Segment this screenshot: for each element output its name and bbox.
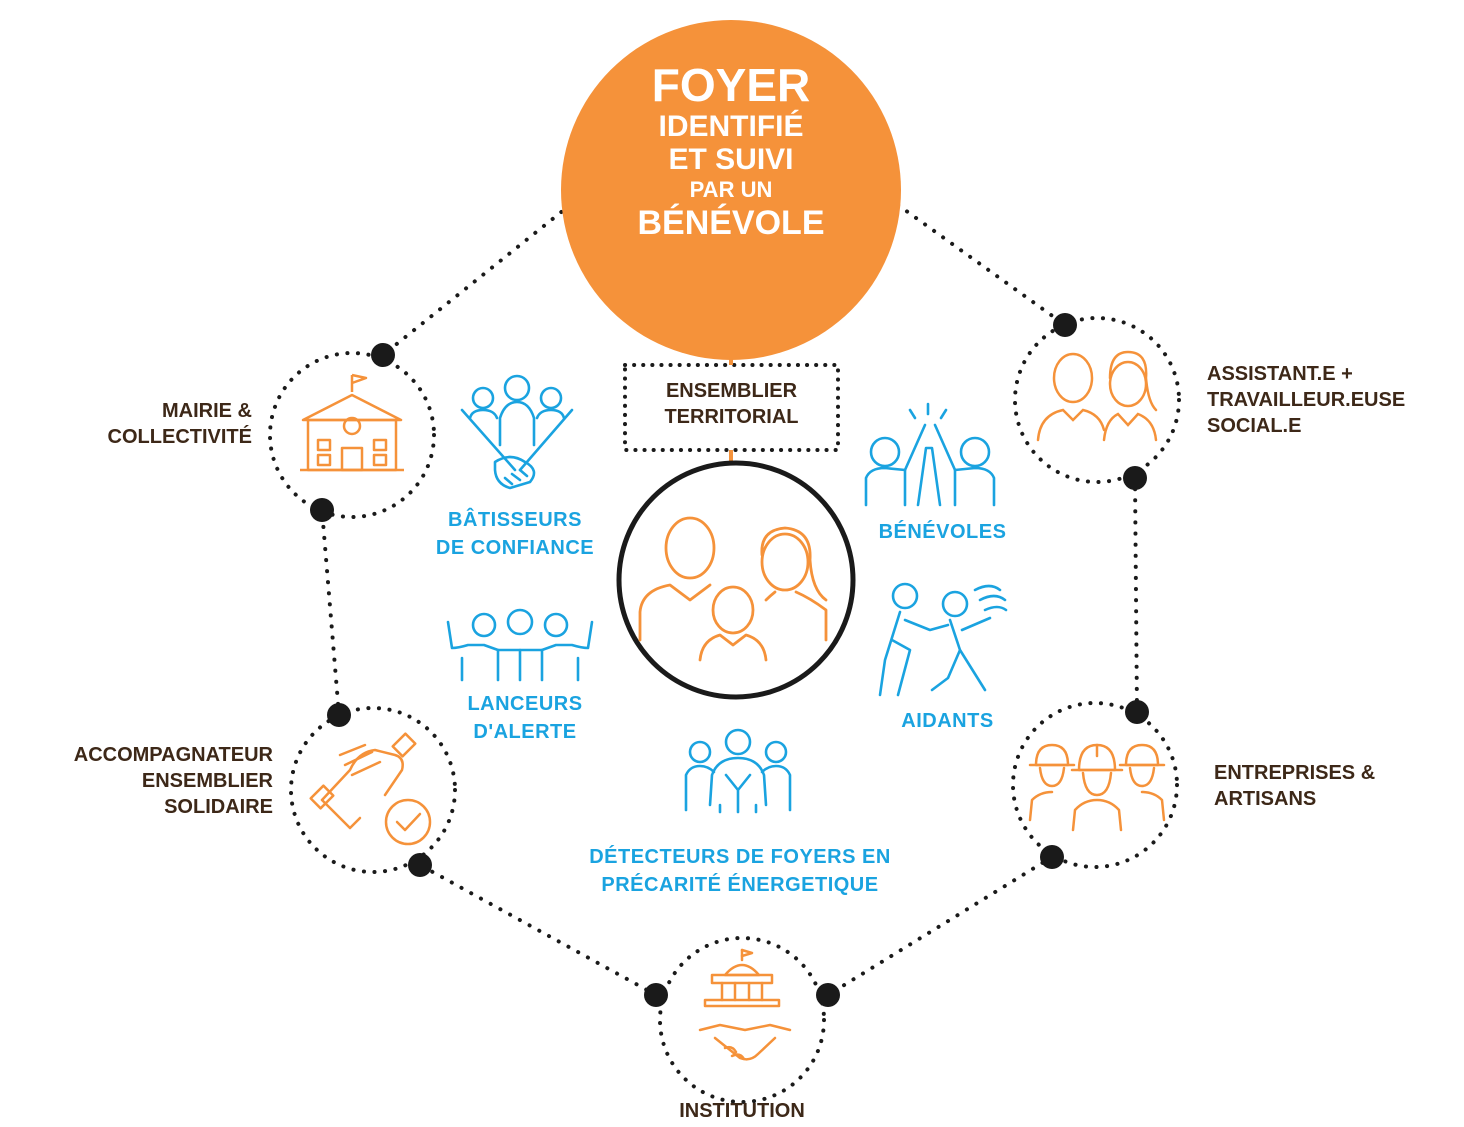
entreprises-circle xyxy=(1011,701,1179,869)
institution-label: INSTITUTION xyxy=(632,1098,852,1124)
batisseurs-line-2: DE CONFIANCE xyxy=(435,537,595,559)
dotted-ring xyxy=(320,203,1139,997)
aidants-line-1: AIDANTS xyxy=(901,710,994,732)
mairie-circle xyxy=(268,351,436,519)
ensemblier-line-1: ENSEMBLIER xyxy=(665,380,798,402)
batisseurs-label: BÂTISSEURS DE CONFIANCE xyxy=(400,506,630,562)
accompagnateur-circle xyxy=(289,706,457,874)
entreprises-label: ENTREPRISES & ARTISANS xyxy=(1214,760,1444,812)
aidants-label: AIDANTS xyxy=(870,707,1025,735)
handshake-check-icon xyxy=(309,732,432,846)
government-handshake-icon xyxy=(698,948,792,1061)
institution-line-1: INSTITUTION xyxy=(679,1100,805,1122)
group-of-people-icon xyxy=(684,728,792,814)
detecteurs-line-2: PRÉCARITÉ ÉNERGETIQUE xyxy=(601,874,879,896)
detecteurs-line-1: DÉTECTEURS DE FOYERS EN xyxy=(589,846,891,868)
batisseurs-line-1: BÂTISSEURS xyxy=(448,509,582,531)
hub-line-2: IDENTIFIÉ xyxy=(658,110,804,143)
accompagnateur-line-3: SOLIDAIRE xyxy=(164,796,273,818)
foyer-hub-text: FOYER IDENTIFIÉ ET SUIVI PAR UN BÉNÉVOLE xyxy=(562,60,900,242)
mairie-line-2: COLLECTIVITÉ xyxy=(107,426,252,448)
people-raising-hands-icon xyxy=(446,608,594,682)
lanceurs-line-2: D'ALERTE xyxy=(473,721,577,743)
accompagnateur-line-1: ACCOMPAGNATEUR xyxy=(73,744,273,766)
ensemblier-box xyxy=(623,363,840,452)
family-circle xyxy=(616,460,856,700)
foyer-hub-circle xyxy=(561,20,901,360)
helping-person-icon xyxy=(878,582,1008,697)
team-handshake-icon xyxy=(460,374,574,490)
entreprises-line-1: ENTREPRISES & xyxy=(1214,762,1376,784)
assistant-line-1: ASSISTANT.E + xyxy=(1207,363,1353,385)
connector-dots xyxy=(310,313,1149,1007)
hub-line-5: BÉNÉVOLE xyxy=(637,204,825,242)
accompagnateur-label: ACCOMPAGNATEUR ENSEMBLIER SOLIDAIRE xyxy=(5,742,273,820)
benevoles-line-1: BÉNÉVOLES xyxy=(878,521,1007,543)
construction-workers-icon xyxy=(1028,743,1166,832)
assistant-line-2: TRAVAILLEUR.EUSE xyxy=(1207,389,1406,411)
assistant-circle xyxy=(1013,316,1181,484)
social-workers-icon xyxy=(1036,350,1158,442)
entreprises-line-2: ARTISANS xyxy=(1214,788,1317,810)
assistant-label: ASSISTANT.E + TRAVAILLEUR.EUSE SOCIAL.E xyxy=(1207,361,1457,439)
institution-circle xyxy=(658,936,826,1104)
ensemblier-line-2: TERRITORIAL xyxy=(664,406,799,428)
high-five-icon xyxy=(864,402,996,507)
hub-line-4: PAR UN xyxy=(689,177,773,202)
town-hall-icon xyxy=(300,373,404,472)
accompagnateur-line-2: ENSEMBLIER xyxy=(141,770,273,792)
assistant-line-3: SOCIAL.E xyxy=(1207,415,1302,437)
ensemblier-label: ENSEMBLIER TERRITORIAL xyxy=(625,378,838,430)
lanceurs-line-1: LANCEURS xyxy=(467,693,583,715)
mairie-label: MAIRIE & COLLECTIVITÉ xyxy=(40,398,252,450)
family-icon xyxy=(638,516,828,662)
lanceurs-label: LANCEURS D'ALERTE xyxy=(435,690,615,746)
mairie-line-1: MAIRIE & xyxy=(162,400,252,422)
benevoles-label: BÉNÉVOLES xyxy=(855,518,1030,546)
hub-title: FOYER xyxy=(651,59,811,111)
detecteurs-label: DÉTECTEURS DE FOYERS EN PRÉCARITÉ ÉNERGE… xyxy=(505,843,975,899)
hub-line-3: ET SUIVI xyxy=(668,143,794,176)
